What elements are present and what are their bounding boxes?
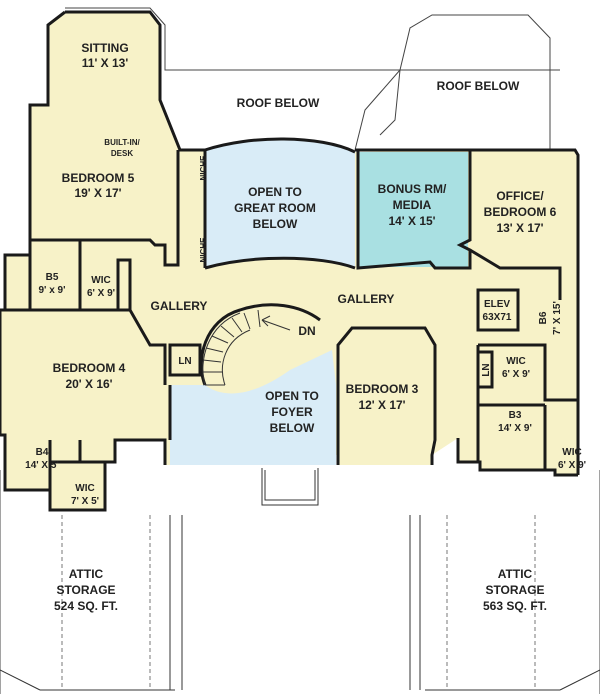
great-room-line1: OPEN TO — [248, 185, 302, 199]
built-in-desk-line1: BUILT-IN/ — [104, 138, 140, 147]
foyer-line3: BELOW — [270, 421, 315, 435]
svg-text:BEDROOM 420' X 16': BEDROOM 4 20' X 16' — [53, 361, 126, 391]
niche-top: NICHE — [199, 155, 208, 181]
wic-b3b-dims: 6' X 9' — [558, 460, 586, 471]
wic-b5-dims: 6' X 9' — [87, 288, 115, 299]
office-line3: 13' X 17' — [496, 221, 543, 235]
bonus-line2: MEDIA — [393, 198, 432, 212]
attic-left-line3: 524 SQ. FT. — [54, 599, 118, 613]
b3-dims: 14' X 9' — [498, 423, 532, 434]
wic-b4-name: WIC — [75, 483, 94, 494]
wic-b3b-name: WIC — [562, 447, 581, 458]
niche-bottom: NICHE — [199, 237, 208, 263]
sitting-dims: 11' X 13' — [82, 56, 129, 70]
bedroom4-name: BEDROOM 4 — [53, 361, 126, 375]
bonus-room-fill — [358, 152, 468, 267]
svg-text:OFFICE/BEDROOM 613' X 17': OFFICE/BEDROOM 6 13' X 17' — [484, 189, 557, 235]
roof-below-right: ROOF BELOW — [437, 79, 520, 93]
foyer-void — [170, 350, 336, 465]
spiral-staircase — [202, 309, 291, 386]
attic-right-line1: ATTIC — [498, 567, 533, 581]
b4-dims: 14' X 5' — [25, 460, 59, 471]
foyer-line2: FOYER — [271, 405, 313, 419]
bedroom3-dims: 12' X 17' — [358, 398, 405, 412]
office-line2: BEDROOM 6 — [484, 205, 557, 219]
wic-b3-name: WIC — [506, 356, 525, 367]
wic-b4-dims: 7' X 5' — [71, 496, 99, 507]
svg-text:BEDROOM 519' X 17': BEDROOM 519' X 17' — [62, 171, 135, 200]
walls — [0, 10, 580, 512]
b5-name: B5 — [46, 272, 59, 283]
wic-b3-dims: 6' X 9' — [502, 369, 530, 380]
attic-left-line2: STORAGE — [56, 583, 115, 597]
elev-name: ELEV — [484, 299, 510, 310]
b6-dims: 7' X 15' — [552, 301, 563, 335]
bedroom3-name: BEDROOM 3 — [346, 382, 419, 396]
b3-name: B3 — [509, 410, 522, 421]
b6-name: B6 — [538, 311, 549, 324]
wic-b5-name: WIC — [91, 275, 110, 286]
b4-name: B4 — [36, 447, 49, 458]
svg-text:BEDROOM 312' X 17': BEDROOM 3 12' X 17' — [346, 382, 419, 412]
svg-text:BUILT-IN/DESK: BUILT-IN/DESK — [104, 138, 140, 158]
b5-dims: 9' x 9' — [39, 285, 66, 296]
roof-outlines — [0, 7, 600, 694]
bedroom5-name: BEDROOM 5 — [62, 171, 135, 185]
gallery-right: GALLERY — [338, 292, 395, 306]
elev-dims: 63X71 — [483, 312, 512, 323]
great-room-line3: BELOW — [253, 217, 298, 231]
gallery-left: GALLERY — [151, 299, 208, 313]
great-room-line2: GREAT ROOM — [234, 201, 316, 215]
attic-right-line2: STORAGE — [485, 583, 544, 597]
sitting-name: SITTING — [81, 41, 128, 55]
bonus-line3: 14' X 15' — [388, 214, 435, 228]
foyer-line1: OPEN TO — [265, 389, 319, 403]
attic-left-line1: ATTIC — [69, 567, 104, 581]
bedroom4-dims: 20' X 16' — [65, 377, 112, 391]
great-room-void — [205, 138, 355, 268]
roof-below-left: ROOF BELOW — [237, 96, 320, 110]
ln-left: LN — [178, 356, 191, 367]
dn-label: DN — [298, 324, 315, 338]
attic-right-line3: 563 SQ. FT. — [483, 599, 547, 613]
bedroom5-dims: 19' X 17' — [74, 186, 121, 200]
bonus-line1: BONUS RM/ — [378, 182, 447, 196]
ln-right: LN — [481, 363, 492, 376]
office-line1: OFFICE/ — [496, 189, 544, 203]
svg-text:B59' x 9': B5 9' x 9' — [39, 272, 66, 296]
built-in-desk-line2: DESK — [111, 149, 133, 158]
